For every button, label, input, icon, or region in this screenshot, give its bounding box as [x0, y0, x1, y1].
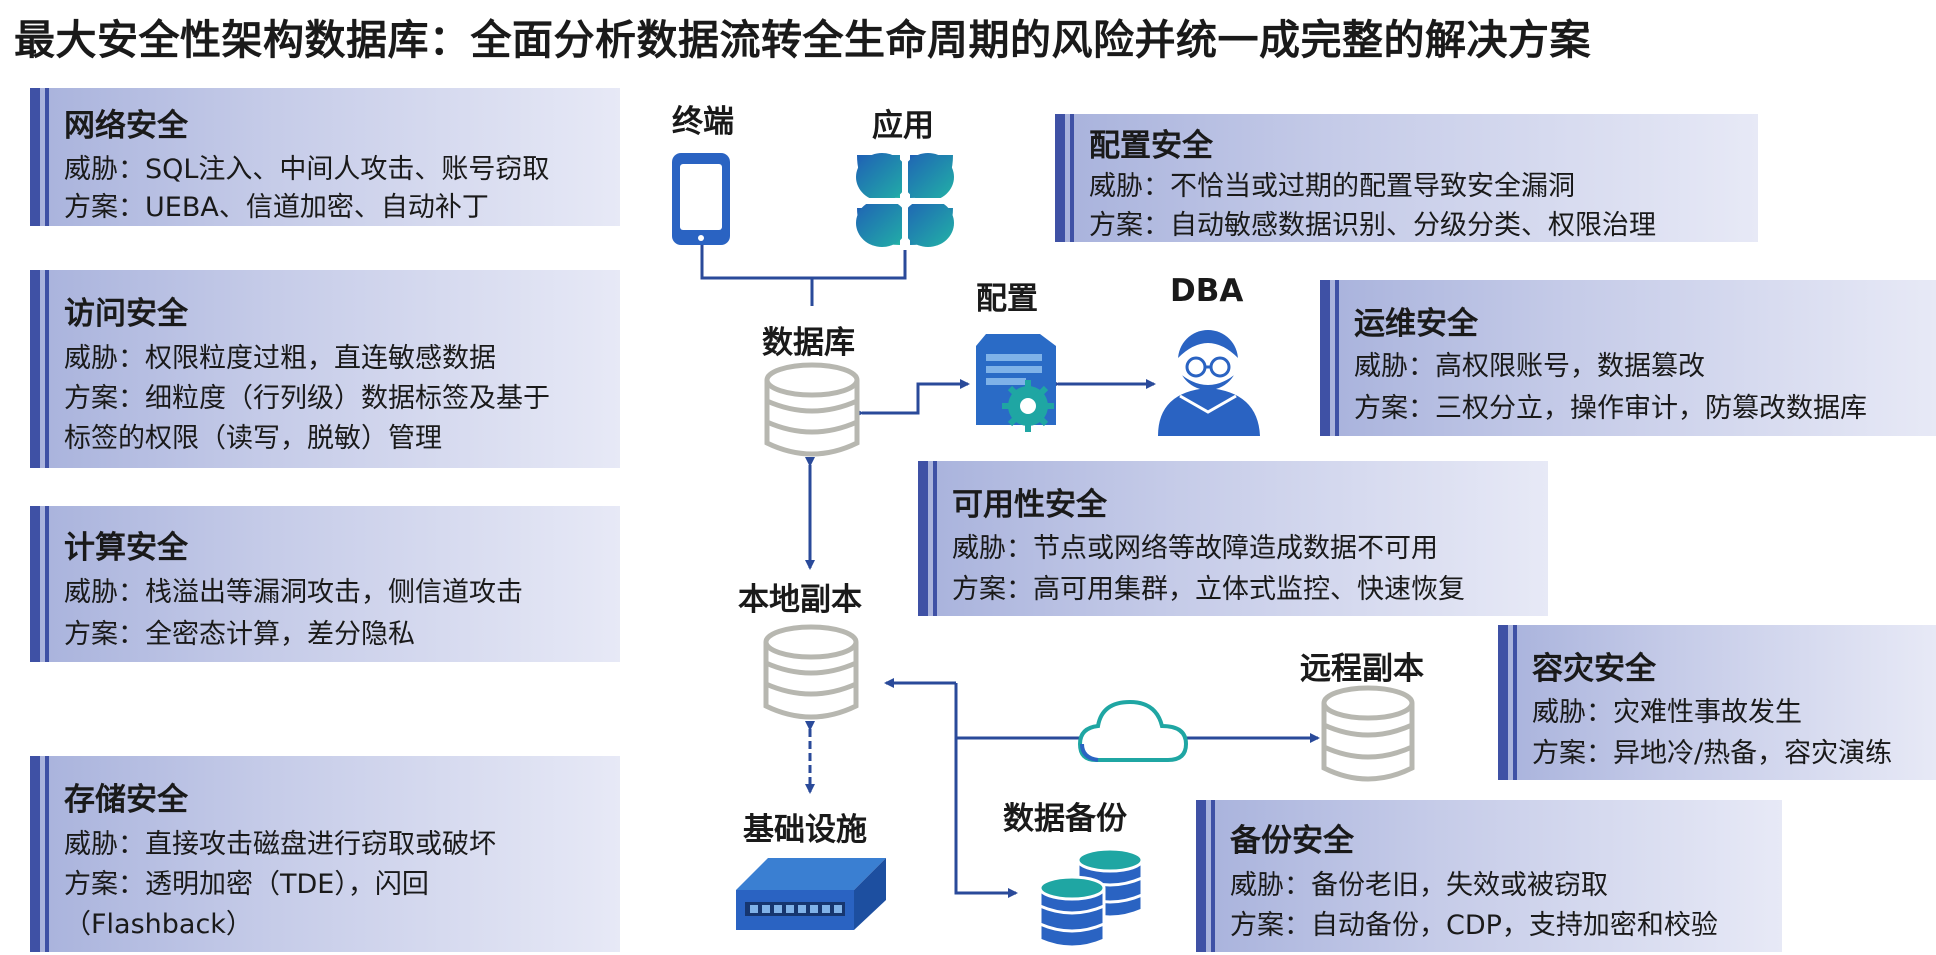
card-title: 备份安全	[1230, 823, 1354, 859]
card-solution: 方案：自动敏感数据识别、分级分类、权限治理	[1089, 210, 1656, 241]
card-accent-bar	[918, 461, 928, 616]
terminal-to-database-line	[700, 245, 907, 280]
local-replica-label: 本地副本	[738, 582, 862, 618]
card-solution: 方案：三权分立，操作审计，防篡改数据库	[1354, 393, 1867, 424]
card-storage-security: 存储安全 威胁：直接攻击磁盘进行窃取或破坏 方案：透明加密（TDE），闪回 （F…	[30, 756, 620, 952]
card-accent-bar	[45, 506, 49, 662]
card-accent-bar	[1211, 800, 1215, 952]
card-config-security: 配置安全 威胁：不恰当或过期的配置导致安全漏洞 方案：自动敏感数据识别、分级分类…	[1055, 114, 1758, 242]
card-accent-bar	[1498, 625, 1508, 780]
remote-replica-label: 远程副本	[1300, 651, 1424, 687]
card-solution: 方案：高可用集群，立体式监控、快速恢复	[952, 574, 1465, 605]
card-solution-continued: 标签的权限（读写，脱敏）管理	[64, 423, 442, 454]
app-icon	[855, 152, 955, 250]
card-compute-security: 计算安全 威胁：栈溢出等漏洞攻击，侧信道攻击 方案：全密态计算，差分隐私	[30, 506, 620, 662]
cloud-icon	[1077, 699, 1189, 762]
card-disaster-security: 容灾安全 威胁：灾难性事故发生 方案：异地冷/热备，容灾演练	[1498, 625, 1936, 780]
card-title: 计算安全	[64, 530, 188, 566]
card-threat: 威胁：SQL注入、中间人攻击、账号窃取	[64, 154, 550, 185]
card-solution: 方案：异地冷/热备，容灾演练	[1532, 738, 1893, 769]
card-title: 存储安全	[64, 782, 188, 818]
phone-icon	[672, 153, 730, 245]
app-label: 应用	[872, 108, 934, 144]
card-accent-bar	[45, 88, 49, 226]
card-solution-continued: （Flashback）	[64, 909, 253, 940]
card-title: 容灾安全	[1532, 651, 1656, 687]
dba-label: DBA	[1170, 273, 1244, 309]
card-access-security: 访问安全 威胁：权限粒度过粗，直连敏感数据 方案：细粒度（行列级）数据标签及基于…	[30, 270, 620, 468]
dba-person-icon	[1158, 330, 1260, 436]
remote-replica-icon	[1321, 685, 1415, 782]
card-accent-bar	[1320, 280, 1330, 436]
card-title: 可用性安全	[952, 487, 1107, 523]
card-accent-bar	[1513, 625, 1517, 780]
replica-remote-arrow	[954, 683, 1018, 898]
infrastructure-label: 基础设施	[743, 812, 867, 848]
database-icon	[764, 362, 860, 457]
card-accent-bar	[45, 756, 49, 952]
card-title: 配置安全	[1089, 128, 1213, 164]
card-network-security: 网络安全 威胁：SQL注入、中间人攻击、账号窃取 方案：UEBA、信道加密、自动…	[30, 88, 620, 226]
config-gear-icon	[976, 334, 1056, 432]
card-solution: 方案：细粒度（行列级）数据标签及基于	[64, 383, 550, 414]
local-replica-icon	[763, 624, 859, 720]
database-label: 数据库	[762, 325, 855, 361]
card-ops-security: 运维安全 威胁：高权限账号，数据篡改 方案：三权分立，操作审计，防篡改数据库	[1320, 280, 1936, 436]
server-icon	[736, 858, 886, 930]
card-title: 访问安全	[64, 296, 188, 332]
card-accent-bar	[30, 88, 40, 226]
card-accent-bar	[45, 270, 49, 468]
config-label: 配置	[976, 281, 1038, 317]
card-availability-security: 可用性安全 威胁：节点或网络等故障造成数据不可用 方案：高可用集群，立体式监控、…	[918, 461, 1548, 616]
page-title: 最大安全性架构数据库：全面分析数据流转全生命周期的风险并统一成完整的解决方案	[14, 16, 1591, 64]
card-backup-security: 备份安全 威胁：备份老旧，失效或被窃取 方案：自动备份，CDP，支持加密和校验	[1196, 800, 1782, 952]
database-config-arrow	[854, 379, 970, 418]
card-accent-bar	[1055, 114, 1065, 242]
card-title: 运维安全	[1354, 306, 1478, 342]
card-accent-bar	[30, 270, 40, 468]
card-threat: 威胁：栈溢出等漏洞攻击，侧信道攻击	[64, 577, 523, 608]
card-title: 网络安全	[64, 108, 188, 144]
card-threat: 威胁：高权限账号，数据篡改	[1354, 351, 1705, 382]
card-accent-bar	[933, 461, 937, 616]
card-threat: 威胁：备份老旧，失效或被窃取	[1230, 870, 1608, 901]
card-solution: 方案：全密态计算，差分隐私	[64, 619, 415, 650]
card-threat: 威胁：权限粒度过粗，直连敏感数据	[64, 343, 496, 374]
terminal-label: 终端	[672, 104, 734, 140]
card-accent-bar	[1335, 280, 1339, 436]
card-solution: 方案：透明加密（TDE），闪回	[64, 869, 429, 900]
connector-lines	[700, 245, 1320, 898]
card-threat: 威胁：灾难性事故发生	[1532, 697, 1802, 728]
data-backup-label: 数据备份	[1003, 801, 1127, 837]
backup-icon	[1038, 847, 1144, 949]
card-accent-bar	[30, 756, 40, 952]
card-solution: 方案：自动备份，CDP，支持加密和校验	[1230, 910, 1718, 941]
card-accent-bar	[30, 506, 40, 662]
card-threat: 威胁：节点或网络等故障造成数据不可用	[952, 533, 1438, 564]
card-accent-bar	[1196, 800, 1206, 952]
card-threat: 威胁：直接攻击磁盘进行窃取或破坏	[64, 829, 496, 860]
card-threat: 威胁：不恰当或过期的配置导致安全漏洞	[1089, 171, 1575, 202]
card-solution: 方案：UEBA、信道加密、自动补丁	[64, 192, 489, 223]
card-accent-bar	[1070, 114, 1074, 242]
